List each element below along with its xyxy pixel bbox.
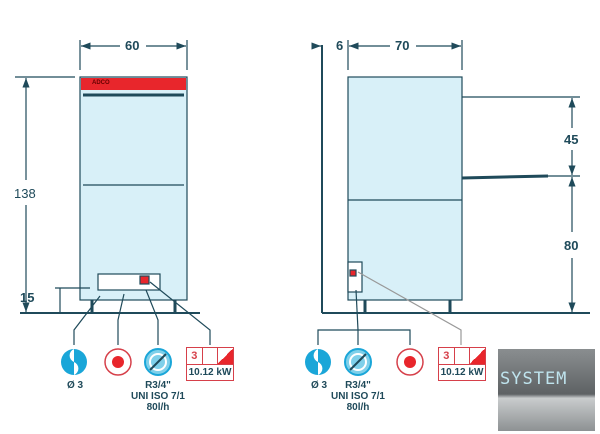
water-thread: R3/4" — [345, 380, 371, 391]
dim-door-opening: 45 — [564, 132, 579, 147]
drain-label: Ø 3 — [66, 380, 84, 391]
drain-icon — [305, 349, 331, 375]
brand-label: ADCO — [92, 80, 110, 86]
dim-depth: 70 — [395, 38, 410, 53]
electric-spec-box: 3 10.12 kW — [438, 347, 486, 381]
water-standard: UNI ISO 7/1 — [131, 391, 185, 402]
water-standard: UNI ISO 7/1 — [331, 391, 385, 402]
dim-base-height: 15 — [20, 290, 35, 305]
electric-spec-box: 3 10.12 kW — [186, 347, 234, 381]
dim-width: 60 — [125, 38, 140, 53]
water-spec: R3/4" UNI ISO 7/1 80l/h — [328, 380, 388, 413]
electric-symbol-icon — [470, 348, 486, 364]
water-inlet-icon — [344, 348, 372, 376]
front-view-machine — [15, 40, 211, 345]
electric-phases: 3 — [439, 348, 455, 364]
water-thread: R3/4" — [145, 380, 171, 391]
dim-height: 138 — [14, 186, 36, 201]
electric-red-dot-icon — [104, 348, 132, 376]
electric-red-dot-icon — [396, 348, 424, 376]
water-flow: 80l/h — [146, 402, 170, 413]
dim-door-height: 80 — [564, 238, 579, 253]
logo-text: SYSTEM — [500, 369, 568, 389]
dim-wall-gap: 6 — [336, 38, 344, 53]
side-view-machine — [311, 40, 590, 345]
system-logo: SYSTEM — [498, 349, 595, 431]
water-spec: R3/4" UNI ISO 7/1 80l/h — [128, 380, 188, 413]
electric-symbol-icon — [218, 348, 234, 364]
electric-phases: 3 — [187, 348, 203, 364]
electric-power: 10.12 kW — [440, 367, 484, 378]
water-flow: 80l/h — [346, 402, 370, 413]
water-inlet-icon — [144, 348, 172, 376]
electric-power: 10.12 kW — [188, 367, 232, 378]
drain-icon — [61, 349, 87, 375]
drain-label: Ø 3 — [310, 380, 328, 391]
